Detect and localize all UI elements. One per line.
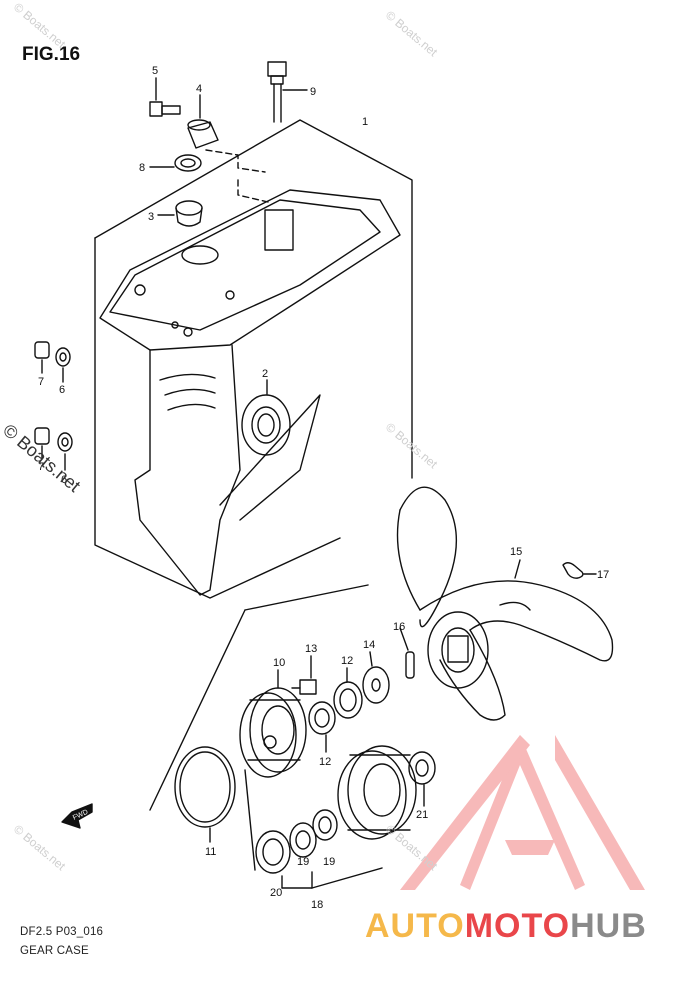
callout-8: 8: [139, 162, 145, 174]
collar-21-icon: [408, 751, 436, 807]
plug-7-upper-icon: [34, 341, 71, 383]
fwd-arrow-icon: [61, 803, 93, 829]
callout-9: 9: [310, 86, 316, 98]
callout-17: 17: [597, 569, 609, 581]
callout-20: 20: [270, 887, 282, 899]
gear-case-body: [99, 189, 401, 596]
callout-2: 2: [262, 368, 268, 380]
callout-1: 1: [362, 116, 368, 128]
gear-case-frame: [94, 119, 413, 599]
seal-19-icon: [289, 809, 338, 858]
callout-14: 14: [363, 639, 375, 651]
callout-16: 16: [393, 621, 405, 633]
callout-5: 5: [152, 65, 158, 77]
callout-6a: 6: [59, 384, 65, 396]
callout-labels: 1 2 3 4 5 6 6 7 7 8 9 10 11 12 12 13 14 …: [38, 65, 609, 911]
callout-10: 10: [273, 657, 285, 669]
brand-logo: AUTOMOTOHUB: [365, 907, 647, 946]
callout-15: 15: [510, 546, 522, 558]
housing-18-icon: [337, 745, 417, 840]
callout-7a: 7: [38, 376, 44, 388]
callout-4: 4: [196, 83, 202, 95]
pin-16-icon: [399, 627, 415, 679]
brand-hub: HUB: [570, 907, 647, 945]
housing-10-icon: [239, 669, 307, 778]
callout-18: 18: [311, 899, 323, 911]
callout-12b: 12: [319, 756, 331, 768]
callout-7b: 7: [38, 461, 44, 473]
bearing-2-icon: [241, 379, 291, 456]
bolt-13-icon: [291, 655, 317, 695]
seal-12-upper-icon: [333, 667, 363, 719]
callout-19b: 19: [323, 856, 335, 868]
cotter-pin-17-icon: [562, 562, 597, 579]
plug-7-lower-icon: [34, 427, 73, 471]
o-ring-11-icon: [174, 746, 236, 843]
seal-12-lower-icon: [308, 701, 336, 753]
seal-8-icon: [149, 149, 269, 203]
figure-code: DF2.5 P03_016: [20, 926, 104, 938]
bushing-4-icon: [187, 94, 219, 149]
automotohub-logo-icon: [400, 735, 645, 890]
callout-3: 3: [148, 211, 154, 223]
bolt-5-icon: [149, 77, 181, 117]
brand-moto: MOTO: [464, 907, 571, 945]
bolt-9-icon: [267, 61, 308, 123]
callout-6b: 6: [61, 474, 67, 486]
figure-title: FIG.16: [22, 44, 81, 65]
bearing-20-icon: [255, 830, 291, 874]
callout-21: 21: [416, 809, 428, 821]
washer-14-icon: [362, 651, 390, 704]
callout-11: 11: [205, 846, 216, 858]
figure-name: GEAR CASE: [20, 945, 89, 957]
bushing-3-icon: [157, 200, 203, 227]
propeller-15-icon: [396, 486, 614, 721]
callout-12a: 12: [341, 655, 353, 667]
brand-auto: AUTO: [365, 907, 465, 945]
assembly-lines: [149, 584, 383, 889]
callout-19a: 19: [297, 856, 309, 868]
callout-13: 13: [305, 643, 317, 655]
